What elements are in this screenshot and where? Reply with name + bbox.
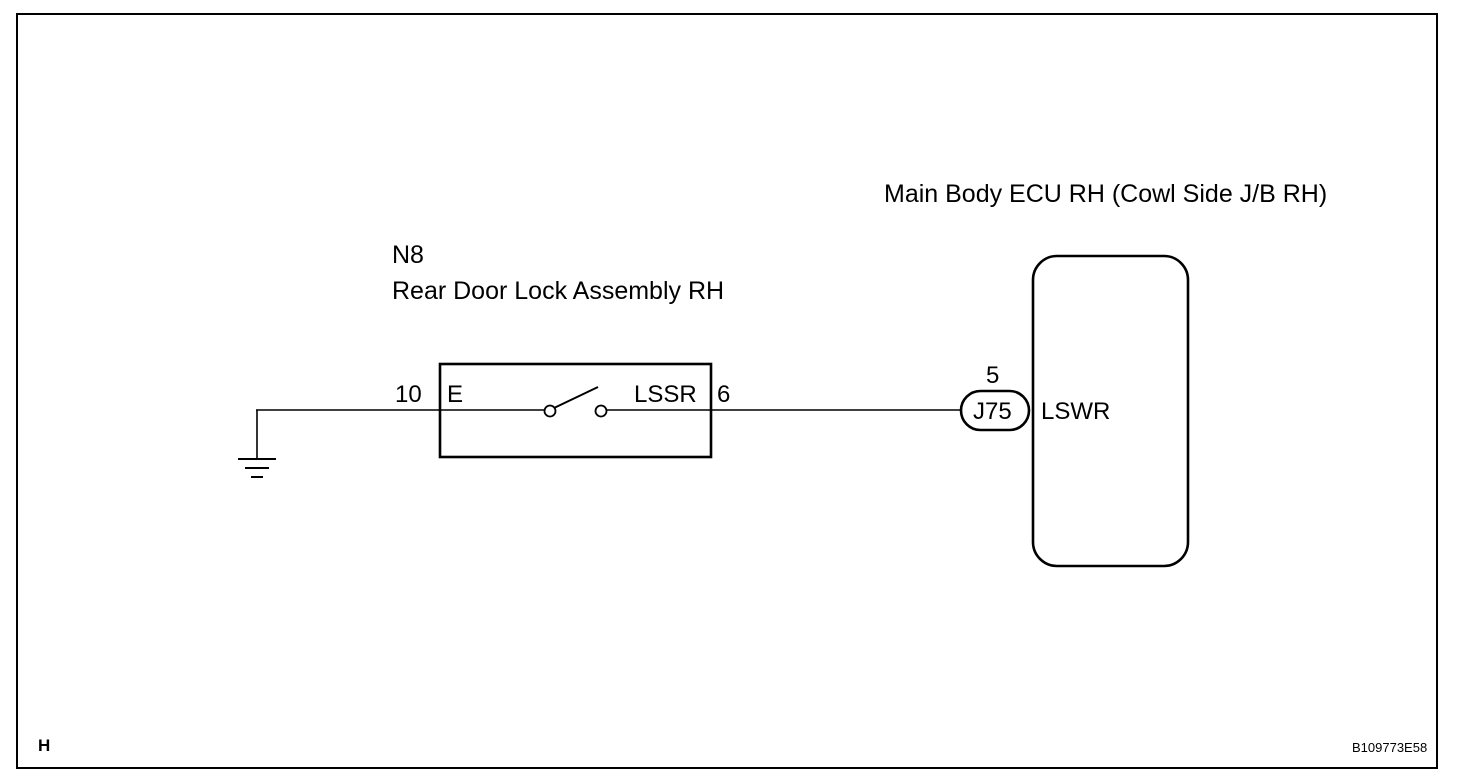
pin-number-6: 6: [717, 381, 730, 408]
terminal-lswr: LSWR: [1041, 398, 1110, 425]
footer-code-right: B109773E58: [1352, 740, 1427, 755]
door-lock-code: N8: [392, 241, 424, 269]
connector-code: J75: [973, 398, 1012, 425]
footer-code-left: H: [38, 736, 50, 755]
ecu-box: [1031, 254, 1190, 568]
terminal-lssr: LSSR: [634, 381, 697, 408]
switch-icon: [440, 386, 711, 418]
ground-icon: [238, 410, 276, 478]
diagram-frame: [16, 13, 1438, 769]
ecu-label: Main Body ECU RH (Cowl Side J/B RH): [884, 180, 1327, 208]
terminal-e: E: [447, 381, 463, 408]
door-lock-label: Rear Door Lock Assembly RH: [392, 277, 724, 305]
pin-number-5: 5: [986, 362, 999, 389]
connector-oval: [959, 389, 1031, 432]
pin-number-10: 10: [395, 381, 422, 408]
